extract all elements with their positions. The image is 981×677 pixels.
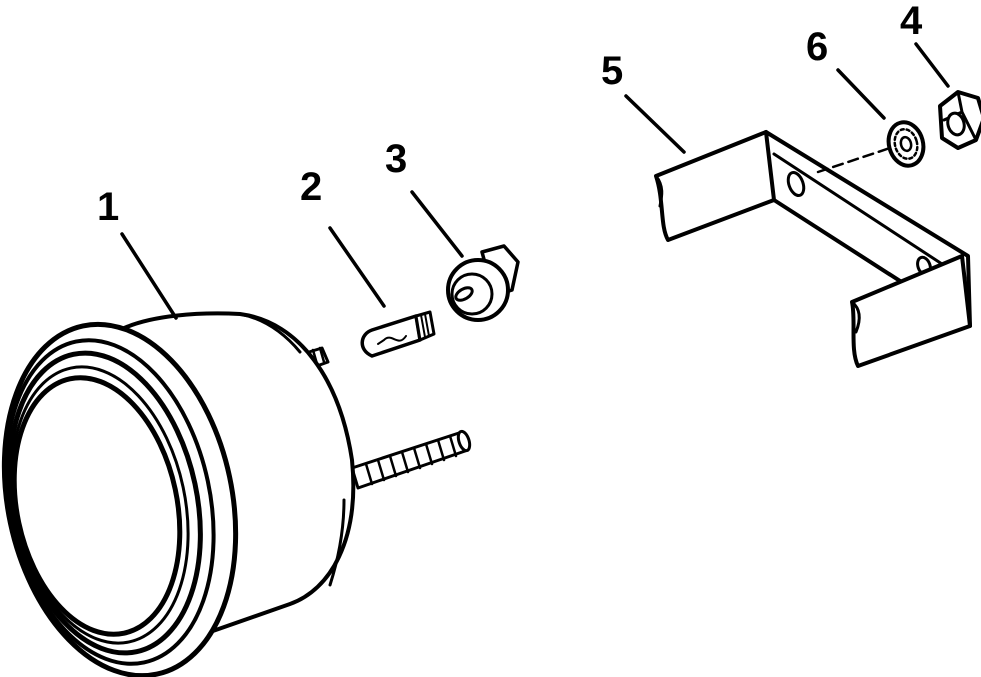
leader-6 — [836, 68, 886, 120]
callout-6: 6 — [806, 25, 828, 69]
leader-2 — [328, 226, 386, 308]
leader-1 — [120, 232, 178, 320]
lock-washer — [886, 120, 926, 168]
leader-lines — [120, 42, 950, 320]
callout-1: 1 — [97, 185, 119, 229]
callout-3: 3 — [385, 137, 407, 181]
callout-4: 4 — [900, 0, 923, 43]
callout-labels: 1 2 3 4 5 6 — [97, 0, 923, 229]
gauge-housing — [1, 311, 472, 677]
callout-5: 5 — [601, 49, 623, 93]
bulb-socket — [446, 244, 520, 322]
leader-3 — [410, 190, 464, 258]
long-threaded-stud — [350, 429, 472, 490]
callout-2: 2 — [300, 165, 322, 209]
leader-4 — [914, 42, 950, 88]
leader-5 — [624, 94, 686, 154]
nut — [938, 90, 981, 150]
bulb — [360, 310, 436, 358]
mounting-bracket — [654, 130, 972, 368]
